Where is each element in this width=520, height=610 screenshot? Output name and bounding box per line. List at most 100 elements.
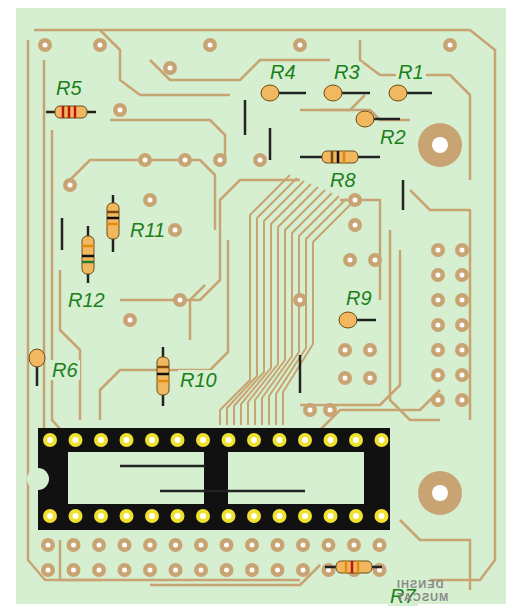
solder-pad bbox=[455, 368, 469, 382]
socket-pin bbox=[94, 433, 108, 447]
solder-pad bbox=[41, 538, 55, 552]
solder-pad bbox=[63, 178, 77, 192]
mirrored-maker-text: MUSCAT bbox=[396, 591, 448, 603]
socket-pin-hole bbox=[98, 437, 104, 443]
jumper-wires bbox=[62, 100, 403, 491]
solder-pad bbox=[245, 538, 259, 552]
part-label: R10 bbox=[178, 370, 219, 390]
solder-pad bbox=[220, 563, 234, 577]
socket-pin bbox=[247, 433, 261, 447]
mounting-holes bbox=[418, 123, 462, 515]
socket-pin-hole bbox=[47, 437, 53, 443]
solder-pad bbox=[431, 343, 445, 357]
solder-pad bbox=[322, 538, 336, 552]
socket-pin-hole bbox=[124, 437, 130, 443]
socket-pin bbox=[145, 433, 159, 447]
solder-pad bbox=[455, 393, 469, 407]
socket-pin-hole bbox=[302, 437, 308, 443]
socket-pin bbox=[349, 433, 363, 447]
socket-pin bbox=[273, 509, 287, 523]
solder-pad bbox=[123, 313, 137, 327]
socket-pin bbox=[171, 509, 185, 523]
part-label: R11 bbox=[128, 220, 167, 240]
solder-pad bbox=[67, 563, 81, 577]
part-label: R4 bbox=[268, 62, 298, 82]
socket-pin bbox=[222, 433, 236, 447]
solder-pad bbox=[363, 343, 377, 357]
solder-pad bbox=[455, 268, 469, 282]
solder-pad bbox=[455, 318, 469, 332]
socket-pin-hole bbox=[200, 437, 206, 443]
resistor-symbol bbox=[29, 85, 407, 573]
socket-pin-hole bbox=[149, 437, 155, 443]
socket-pin bbox=[349, 509, 363, 523]
part-label: R1 bbox=[396, 62, 426, 82]
solder-pad bbox=[455, 293, 469, 307]
socket-pin-hole bbox=[73, 437, 79, 443]
socket-pin-hole bbox=[379, 437, 385, 443]
solder-pad bbox=[113, 103, 127, 117]
copper-traces bbox=[28, 30, 495, 590]
solder-pad bbox=[338, 371, 352, 385]
solder-pad bbox=[363, 371, 377, 385]
socket-pin bbox=[196, 433, 210, 447]
socket-pin bbox=[120, 433, 134, 447]
socket-pin bbox=[145, 509, 159, 523]
ic-socket bbox=[27, 428, 390, 530]
socket-pin bbox=[69, 509, 83, 523]
socket-pin bbox=[247, 509, 261, 523]
solder-pad bbox=[194, 563, 208, 577]
solder-pad bbox=[431, 243, 445, 257]
socket-pin bbox=[196, 509, 210, 523]
solder-pad bbox=[431, 293, 445, 307]
socket-pin-hole bbox=[200, 513, 206, 519]
solder-pad bbox=[296, 538, 310, 552]
bus-trace bbox=[255, 190, 325, 425]
socket-pin bbox=[222, 509, 236, 523]
solder-pad bbox=[322, 563, 336, 577]
socket-pin-hole bbox=[379, 513, 385, 519]
solder-pad bbox=[245, 563, 259, 577]
solder-pad bbox=[455, 343, 469, 357]
solder-pad bbox=[220, 538, 234, 552]
socket-pin bbox=[324, 509, 338, 523]
board-ground bbox=[16, 8, 506, 604]
solder-pad bbox=[213, 153, 227, 167]
socket-pin bbox=[375, 433, 389, 447]
part-label: R12 bbox=[66, 290, 107, 310]
socket-pin bbox=[94, 509, 108, 523]
solder-pad bbox=[173, 293, 187, 307]
solder-pad bbox=[431, 318, 445, 332]
solder-pad bbox=[168, 223, 182, 237]
socket-pin-hole bbox=[226, 437, 232, 443]
bus-trace bbox=[269, 196, 339, 425]
socket-pin-hole bbox=[175, 437, 181, 443]
socket-pin-hole bbox=[328, 437, 334, 443]
part-label: R5 bbox=[54, 78, 84, 98]
solder-pad bbox=[443, 38, 457, 52]
part-label: R9 bbox=[344, 288, 374, 308]
solder-pad bbox=[348, 218, 362, 232]
solder-pad bbox=[143, 193, 157, 207]
solder-pad bbox=[41, 563, 55, 577]
socket-pin-hole bbox=[47, 513, 53, 519]
socket-pin-hole bbox=[251, 437, 257, 443]
solder-pad bbox=[143, 563, 157, 577]
resistor-leads bbox=[37, 93, 432, 567]
solder-pad bbox=[169, 538, 183, 552]
solder-pad bbox=[373, 538, 387, 552]
solder-pad bbox=[271, 538, 285, 552]
solder-pad bbox=[347, 538, 361, 552]
socket-pin-hole bbox=[277, 437, 283, 443]
solder-pad bbox=[178, 153, 192, 167]
solder-pad bbox=[67, 538, 81, 552]
socket-pin-hole bbox=[302, 513, 308, 519]
socket-pin-hole bbox=[98, 513, 104, 519]
solder-pad bbox=[93, 38, 107, 52]
solder-pad bbox=[194, 538, 208, 552]
socket-pin-hole bbox=[251, 513, 257, 519]
socket-pin bbox=[43, 433, 57, 447]
solder-pad bbox=[38, 38, 52, 52]
trace-bus bbox=[220, 175, 353, 425]
socket-pin-hole bbox=[277, 513, 283, 519]
